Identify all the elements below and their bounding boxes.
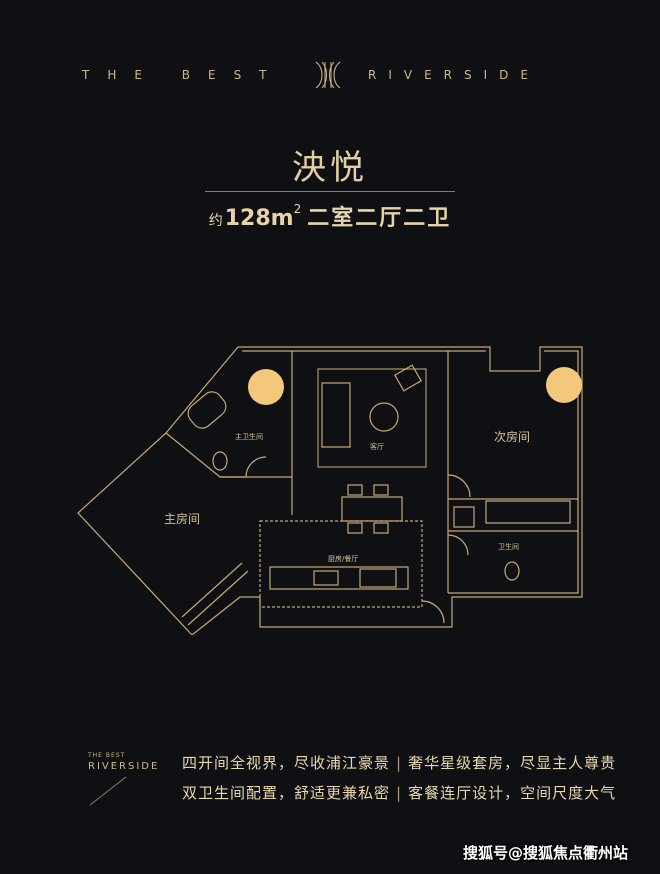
- chair-icon: [373, 522, 389, 534]
- title-divider: [205, 191, 455, 192]
- unit-layout: 二室二厅二卫: [307, 206, 452, 231]
- unit-subtitle: 约128m2 二室二厅二卫: [0, 200, 660, 232]
- feature-1-separator: |: [396, 754, 403, 772]
- stove-icon: [313, 570, 339, 586]
- door-swing: [447, 534, 469, 556]
- unit-title: 泱悦: [292, 148, 368, 188]
- feature-2-left: 双卫生间配置，舒适更兼私密: [182, 784, 391, 802]
- footer-brand-small: THE BEST: [88, 752, 126, 759]
- chair-icon: [373, 484, 389, 496]
- label-master-bedroom: 主房间: [164, 511, 200, 526]
- kitchen-zone: [259, 520, 423, 608]
- kitchen-counter: [269, 566, 409, 590]
- floor-plan: 主卫生间 客厅 次房间 主房间 厨房/餐厅 卫生间: [77, 346, 583, 635]
- brand-logo-icon: [315, 61, 341, 89]
- toilet-icon: [504, 561, 520, 581]
- door-swing: [447, 474, 471, 498]
- wardrobe: [485, 500, 571, 524]
- bathtub-icon: [187, 391, 227, 429]
- label-master-bath: 主卫生间: [235, 432, 263, 441]
- door-swing: [421, 600, 445, 624]
- master-bath-wall: [165, 351, 293, 478]
- door-swing: [245, 456, 267, 478]
- coffee-table-icon: [369, 402, 399, 432]
- brand-left-text: THE BEST: [82, 68, 285, 82]
- label-second-bedroom: 次房间: [494, 429, 530, 444]
- feature-row-2: 双卫生间配置，舒适更兼私密 | 客餐连厅设计，空间尺度大气: [182, 782, 616, 803]
- sun-icon: [546, 367, 582, 403]
- area-value: 128m: [224, 206, 294, 231]
- armchair-icon: [394, 364, 422, 392]
- sink-icon: [359, 568, 397, 588]
- feature-1-left: 四开间全视界，尽收浦江豪景: [182, 754, 391, 772]
- label-bathroom: 卫生间: [498, 542, 519, 551]
- brand-header: THE BEST RIVERSIDE: [0, 60, 660, 90]
- area-prefix: 约: [208, 213, 223, 229]
- label-living: 客厅: [370, 442, 384, 451]
- feature-1-right: 奢华星级套房，尽显主人尊贵: [408, 754, 617, 772]
- sun-icon: [248, 369, 284, 405]
- living-rug: [317, 368, 427, 468]
- label-kitchen-dining: 厨房/餐厅: [328, 554, 358, 563]
- chair-icon: [347, 522, 363, 534]
- footer-brand-big: RIVERSIDE: [88, 761, 160, 772]
- outer-wall: [77, 346, 583, 635]
- master-wardrobe: [181, 562, 249, 626]
- footer-brand: THE BEST RIVERSIDE: [88, 752, 159, 772]
- shower-icon: [453, 506, 475, 528]
- feature-row-1: 四开间全视界，尽收浦江豪景 | 奢华星级套房，尽显主人尊贵: [182, 752, 616, 773]
- chair-icon: [347, 484, 363, 496]
- feature-2-right: 客餐连厅设计，空间尺度大气: [408, 784, 617, 802]
- sofa-icon: [321, 382, 351, 448]
- brand-right-text: RIVERSIDE: [368, 68, 540, 82]
- toilet-icon: [212, 451, 228, 471]
- footer-slash-line: [90, 776, 127, 806]
- outer-wall-inner: [242, 350, 579, 594]
- feature-2-separator: |: [396, 784, 403, 802]
- area-superscript: 2: [293, 202, 302, 216]
- dining-table-icon: [341, 496, 403, 522]
- watermark: 搜狐号@搜狐焦点衢州站: [463, 844, 629, 862]
